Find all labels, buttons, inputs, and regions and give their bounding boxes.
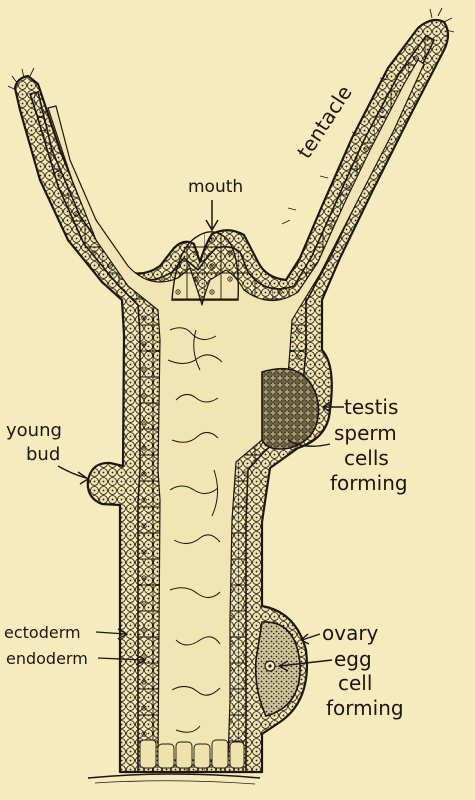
label-bud: bud (26, 444, 60, 465)
arrow-bud (58, 466, 88, 484)
label-sperm: sperm (334, 421, 397, 445)
label-mouth: mouth (188, 177, 243, 197)
label-egg: egg (334, 647, 372, 671)
label-endoderm: endoderm (6, 649, 88, 668)
label-ovary: ovary (322, 621, 379, 645)
base-cells (140, 740, 244, 768)
label-ectoderm: ectoderm (4, 623, 81, 642)
arrow-mouth (206, 200, 218, 230)
label-cell: cell (338, 671, 372, 695)
base-ground (88, 774, 260, 784)
label-forming-1: forming (330, 471, 408, 495)
label-forming-2: forming (326, 696, 404, 720)
label-testis: testis (344, 395, 398, 419)
label-cells: cells (344, 446, 389, 470)
label-young: young (6, 420, 62, 441)
